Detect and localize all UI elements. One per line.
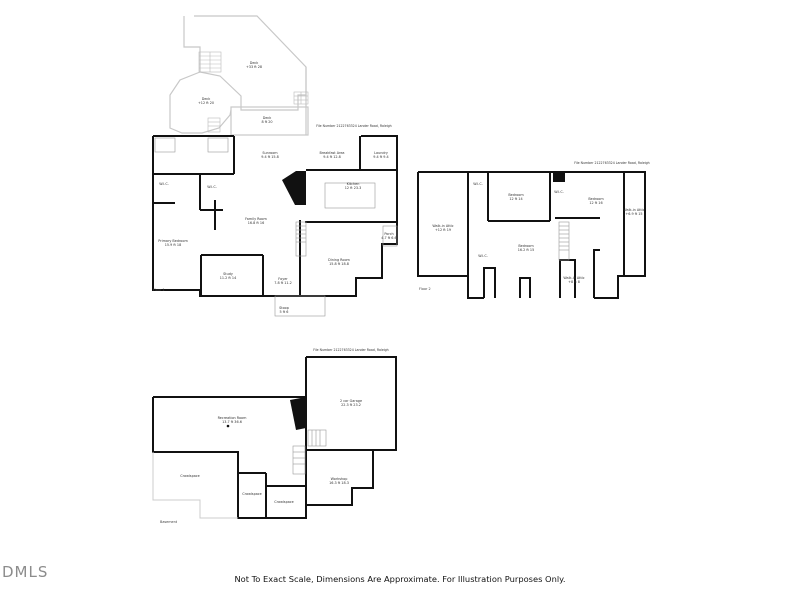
file-number-basement: File Number 2122763324 Lander Road, Rale… xyxy=(313,348,388,352)
room-label: W.I.C. xyxy=(207,185,217,189)
chimney-floor2 xyxy=(553,172,565,182)
room-label: Crawlspace xyxy=(180,474,200,478)
room-label: Crawlspace xyxy=(242,492,262,496)
disclaimer-text: Not To Exact Scale, Dimensions Are Appro… xyxy=(234,574,566,584)
file-number: File Number 212276 xyxy=(316,124,349,128)
mls-logo: DMLS xyxy=(2,563,49,581)
basement-walls xyxy=(152,356,397,519)
crawlspace-outline xyxy=(152,452,238,519)
floor2-label: Floor 2 xyxy=(419,287,431,291)
floor1-label: Floor 1 xyxy=(153,288,165,292)
file-number: File Number 212276 xyxy=(574,161,607,165)
room-label: Deck+33 ft 28 xyxy=(245,61,263,69)
file-number-floor2: File Number 2122763324 Lander Road, Rale… xyxy=(574,161,649,165)
floor1-fixtures xyxy=(154,137,398,317)
room-label: Walk-in Attic+6.9 ft 15 xyxy=(623,208,645,216)
room-label: W.I.C. xyxy=(159,182,169,186)
fireplace-floor1 xyxy=(282,171,306,205)
file-number-floor1: File Number 2122763324 Lander Road, Rale… xyxy=(316,124,391,128)
room-label: Crawlspace xyxy=(274,500,294,504)
address: 3324 Lander Road, Raleigh xyxy=(606,161,650,165)
room-label: Walk-in Attic+12 ft 19 xyxy=(432,224,454,232)
room-label: W.I.C. xyxy=(478,254,488,258)
floor1-walls xyxy=(152,135,398,297)
deck-outlines xyxy=(169,15,309,136)
deck-stairs xyxy=(198,51,309,133)
room-label: W.I.C. xyxy=(554,190,564,194)
file-number: File Number 212276 xyxy=(313,348,346,352)
basement-stairs xyxy=(292,429,327,475)
address: 3324 Lander Road, Raleigh xyxy=(345,348,389,352)
fireplace-basement xyxy=(290,397,306,430)
support-post xyxy=(226,424,230,428)
room-label: Walk-in Attic+8 ft 8 xyxy=(563,276,585,284)
address: 3324 Lander Road, Raleigh xyxy=(348,124,392,128)
floor2-stairs xyxy=(558,221,570,261)
basement-label: Basement xyxy=(160,520,178,524)
room-label: Deck+12 ft 20 xyxy=(197,97,215,105)
room-label: W.I.C. xyxy=(473,182,483,186)
floor2-walls xyxy=(417,171,646,299)
